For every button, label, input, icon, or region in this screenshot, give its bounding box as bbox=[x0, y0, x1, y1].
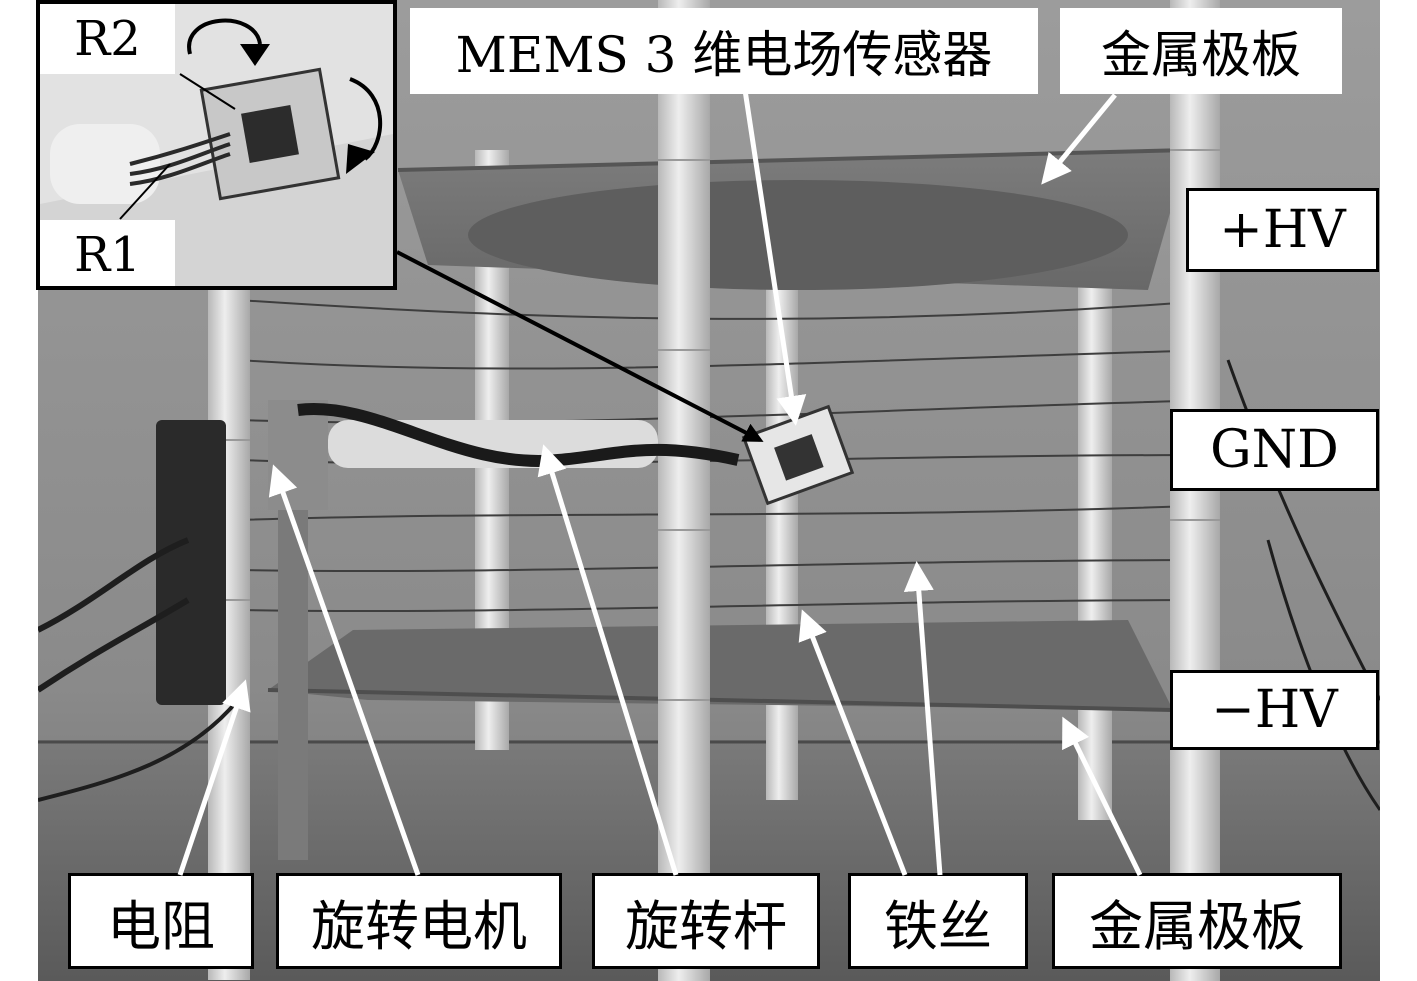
label-rotating-motor: 旋转电机 bbox=[276, 873, 562, 969]
label-rotating-rod: 旋转杆 bbox=[592, 873, 820, 969]
inset-label-r1: R1 bbox=[40, 220, 175, 286]
label-minus-hv: −HV bbox=[1170, 670, 1379, 750]
label-plus-hv: +HV bbox=[1186, 188, 1379, 272]
label-mems-sensor: MEMS 3 维电场传感器 bbox=[410, 8, 1038, 94]
label-gnd: GND bbox=[1170, 409, 1379, 491]
inset-photo: R2 R1 bbox=[36, 0, 397, 290]
label-iron-wire: 铁丝 bbox=[848, 873, 1028, 969]
rotation-arrow-r2 bbox=[187, 18, 262, 55]
label-metal-plate-top: 金属极板 bbox=[1060, 8, 1342, 94]
apparatus-photo bbox=[38, 0, 1380, 981]
label-metal-plate-bottom: 金属极板 bbox=[1052, 873, 1342, 969]
label-resistor: 电阻 bbox=[68, 873, 254, 969]
inset-label-r2: R2 bbox=[40, 4, 175, 74]
